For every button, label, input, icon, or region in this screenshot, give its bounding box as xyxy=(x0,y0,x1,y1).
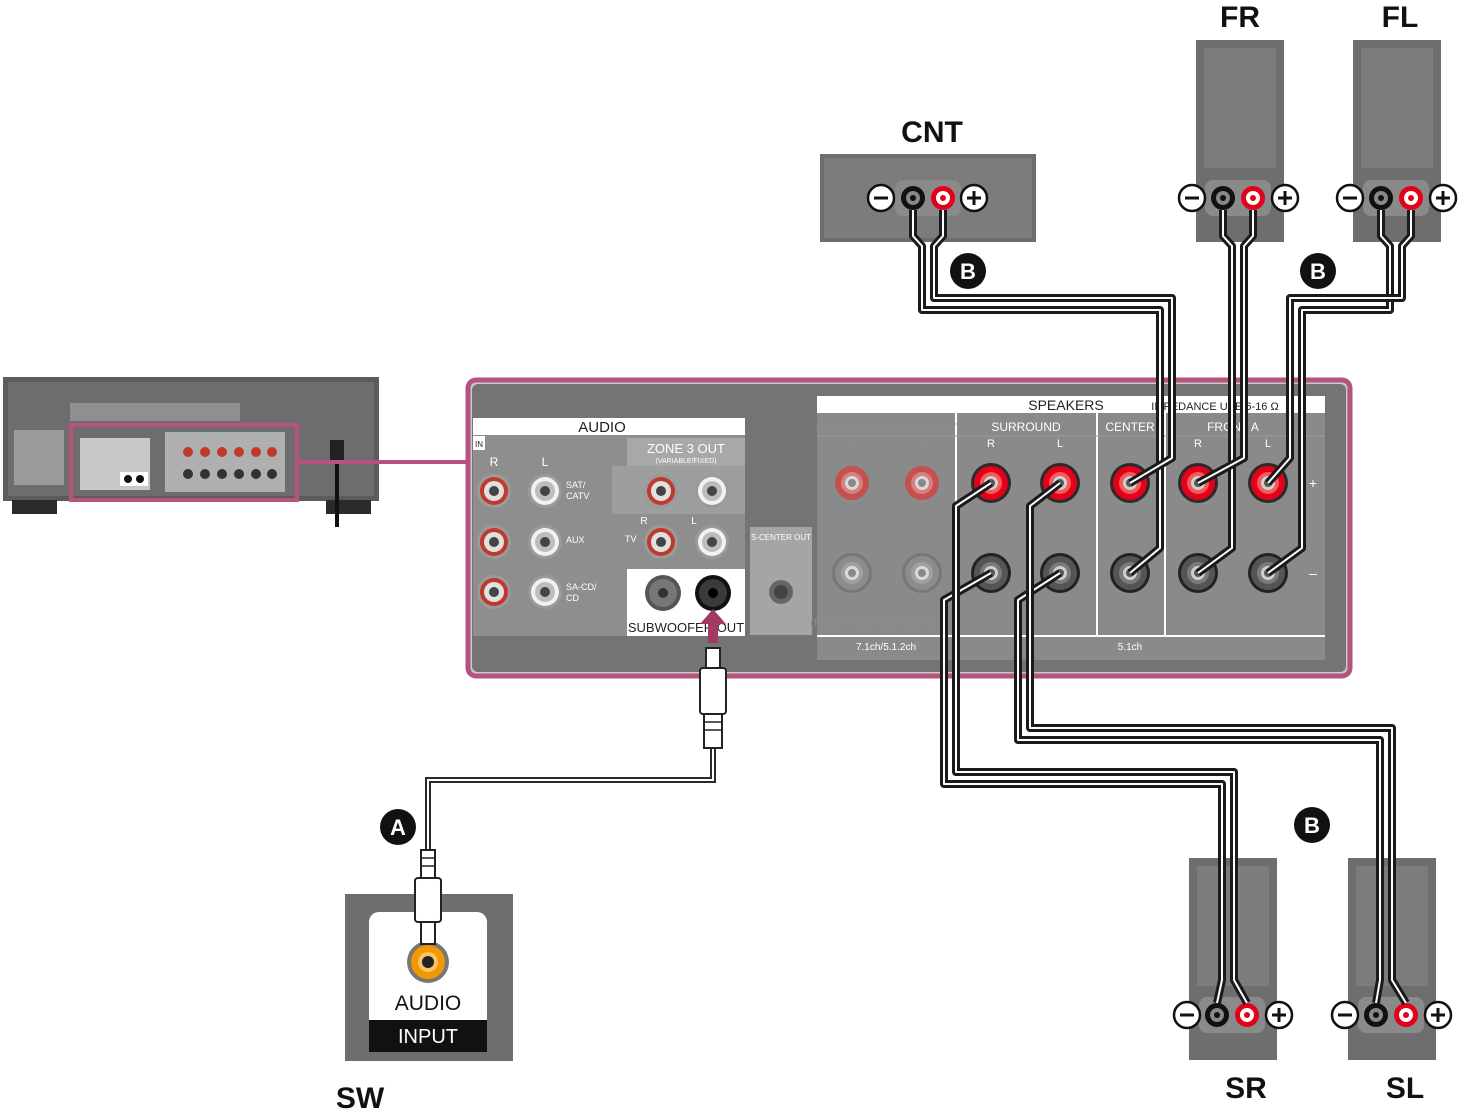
speakers-title: SPEAKERS xyxy=(1028,397,1103,413)
sr-minus-icon xyxy=(1172,1000,1202,1030)
callout-b-surround: B xyxy=(1294,807,1330,843)
s-center-out-section: S-CENTER OUT xyxy=(750,527,812,635)
sat-catv-label-1: SAT/ xyxy=(566,480,586,490)
surround-back-height-label: SURROUND BACK/HEIGHT xyxy=(815,422,956,434)
surround-label: SURROUND xyxy=(991,420,1061,434)
speaker-cables xyxy=(909,210,1415,1006)
zone3-out-label: ZONE 3 OUT xyxy=(647,441,725,456)
speaker-fl xyxy=(1335,40,1458,242)
in-label: IN xyxy=(475,440,483,449)
label-sw: SW xyxy=(336,1082,385,1113)
sw-input-label: INPUT xyxy=(398,1026,458,1048)
tv-r-jack xyxy=(644,525,678,559)
callout-b-cnt: B xyxy=(950,253,986,289)
svg-text:A: A xyxy=(390,815,406,840)
front-r-label: R xyxy=(1194,438,1202,450)
zone3-r-jack xyxy=(644,474,678,508)
sat-catv-label-2: CATV xyxy=(566,491,589,501)
sl-minus-icon xyxy=(1330,1000,1360,1030)
sbh-r-minus-post xyxy=(832,553,872,593)
sat-catv-r-jack xyxy=(477,474,511,508)
subwoofer-cable xyxy=(414,609,727,945)
fr-minus-icon xyxy=(1177,183,1207,213)
front-l-label: L xyxy=(1265,438,1271,450)
label-sl: SL xyxy=(1386,1072,1424,1105)
connect-arrow-icon xyxy=(700,609,726,643)
zone3-sub-label: (VARIABLE/FIXED) xyxy=(656,458,717,465)
zone3-l-jack xyxy=(695,474,729,508)
fl-minus-icon xyxy=(1335,183,1365,213)
aux-label: AUX xyxy=(566,535,585,545)
surround-l-label: L xyxy=(1057,438,1063,450)
surround-r-label: R xyxy=(987,438,995,450)
sbh-l-plus-post xyxy=(902,463,942,503)
sl-plus-icon xyxy=(1423,1000,1453,1030)
label-cnt: CNT xyxy=(901,116,963,149)
audio-l-label: L xyxy=(542,455,549,469)
fl-plus-icon xyxy=(1428,183,1458,213)
ch71-label: 7.1ch/5.1.2ch xyxy=(856,642,916,653)
ch51-label: 5.1ch xyxy=(1118,642,1142,653)
audio-r-label: R xyxy=(490,455,499,469)
tv-label: TV xyxy=(625,534,637,544)
cnt-minus-icon xyxy=(866,183,896,213)
sacd-r-jack xyxy=(477,575,511,609)
front-b-biamp-zone-label: (FRONT B/BI-AMP/ZONE 2) xyxy=(810,617,949,629)
minus-row-label: – xyxy=(1309,565,1317,581)
tv-l-label: L xyxy=(691,516,697,527)
sbh-r-label: R xyxy=(848,438,856,450)
sacd-label-2: CD xyxy=(566,593,579,603)
aux-l-jack xyxy=(528,525,562,559)
svg-text:B: B xyxy=(1304,813,1320,838)
sat-catv-l-jack xyxy=(528,474,562,508)
sbh-r-plus-post xyxy=(832,463,872,503)
svg-text:B: B xyxy=(960,259,976,284)
sbh-l-minus-post xyxy=(902,553,942,593)
audio-title: AUDIO xyxy=(578,419,626,436)
label-fl: FL xyxy=(1382,1,1419,34)
tv-r-label: R xyxy=(640,516,647,527)
cnt-plus-icon xyxy=(959,183,989,213)
sr-plus-icon xyxy=(1264,1000,1294,1030)
aux-r-jack xyxy=(477,525,511,559)
svg-text:B: B xyxy=(1310,259,1326,284)
s-center-out-label: S-CENTER OUT xyxy=(751,533,811,542)
subwoofer-out-label: SUBWOOFER OUT xyxy=(628,620,744,635)
label-sr: SR xyxy=(1225,1072,1267,1105)
tv-l-jack xyxy=(695,525,729,559)
speaker-cnt xyxy=(820,154,1036,242)
sw-audio-label: AUDIO xyxy=(395,992,462,1015)
sacd-label-1: SA-CD/ xyxy=(566,582,597,592)
center-label: CENTER xyxy=(1105,420,1155,434)
audio-section: AUDIO IN R L SAT/ CATV AUX SA-CD/ CD ZON… xyxy=(473,418,745,636)
callout-a: A xyxy=(380,809,416,845)
label-fr: FR xyxy=(1220,1,1260,34)
speaker-fr xyxy=(1177,40,1300,242)
sacd-l-jack xyxy=(528,575,562,609)
receiver-rear-panel: AUDIO IN R L SAT/ CATV AUX SA-CD/ CD ZON… xyxy=(465,377,1353,679)
sbh-l-label: L xyxy=(919,438,925,450)
fr-plus-icon xyxy=(1270,183,1300,213)
plus-row-label: + xyxy=(1309,475,1317,491)
receiver-thumbnail xyxy=(3,377,470,527)
callout-b-fl: B xyxy=(1300,253,1336,289)
